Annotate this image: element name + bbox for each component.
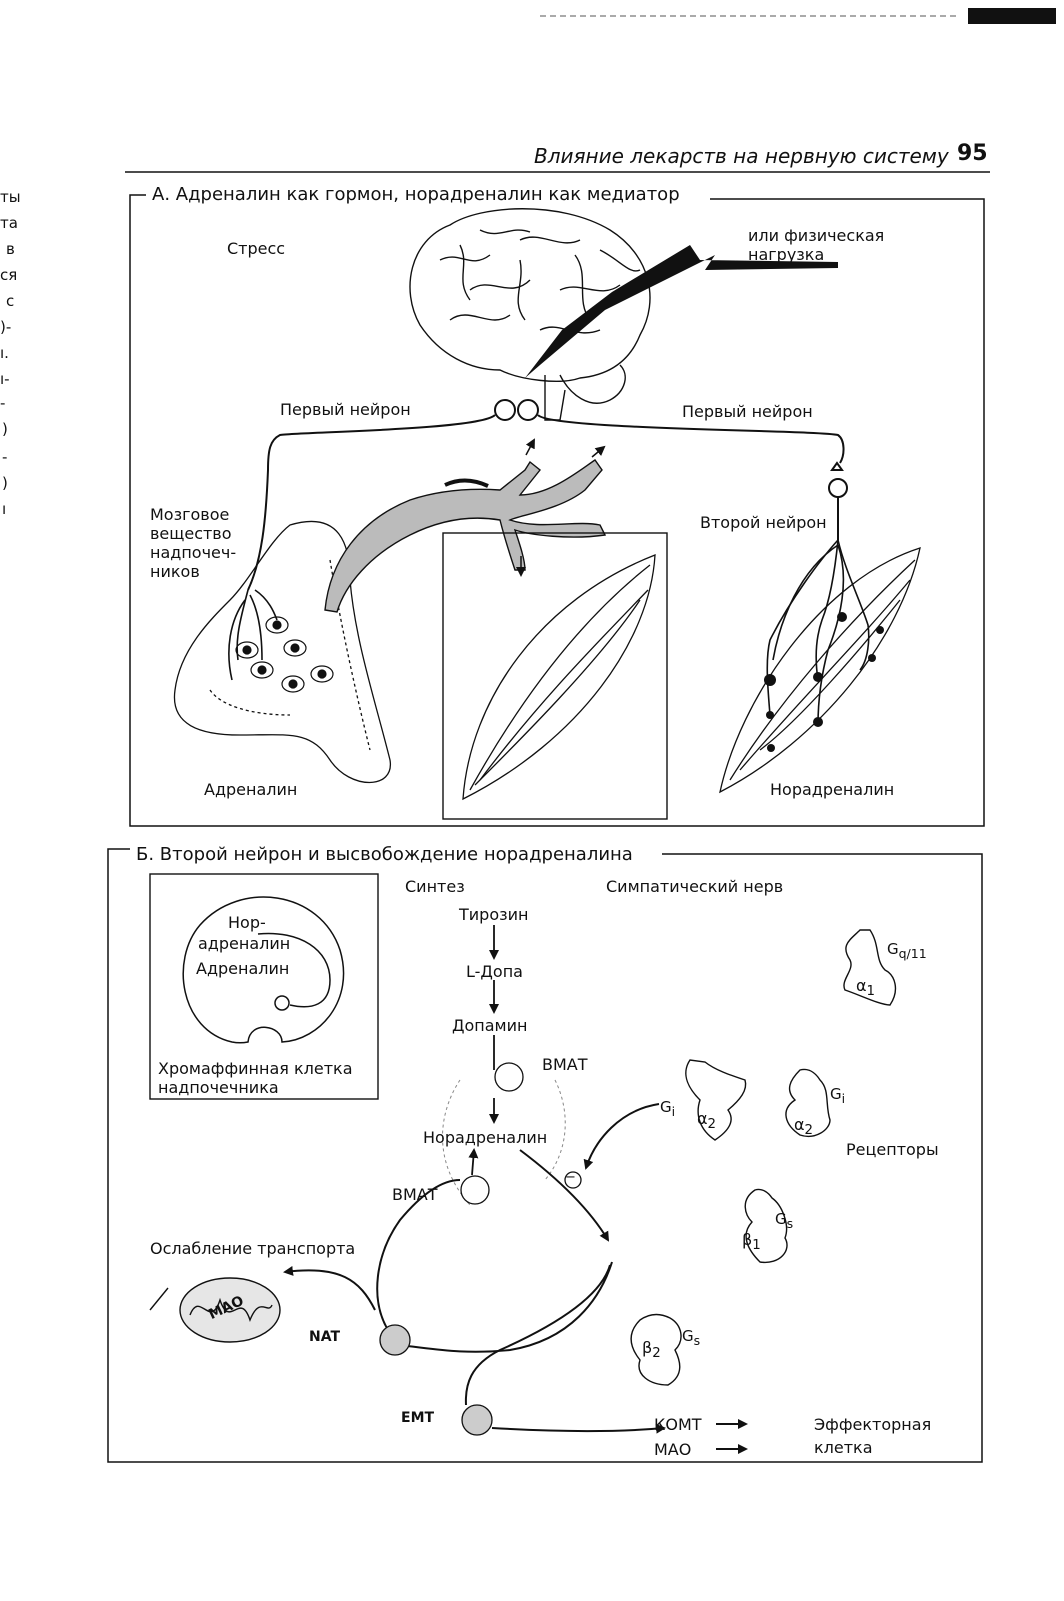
blood-vessel	[324, 459, 607, 613]
second-neuron-label: Второй нейрон	[700, 513, 827, 532]
middle-muscle	[462, 554, 656, 801]
first-neuron-lines	[247, 399, 848, 591]
beta1-receptor	[744, 1188, 788, 1264]
margin-text-11: )	[2, 474, 8, 492]
margin-text-8: -	[0, 394, 6, 412]
gs2-label: Gs	[682, 1327, 701, 1348]
first-neuron-left-label: Первый нейрон	[280, 400, 411, 419]
running-title: Влияние лекарств на нервную систему	[534, 144, 949, 168]
gi1-label: Gi	[660, 1098, 676, 1119]
varicosity-outline	[442, 1079, 566, 1206]
effector-cell-label-1: Эффекторная	[814, 1415, 932, 1434]
vmat-bottom-label: ВМАТ	[392, 1185, 438, 1204]
effector-cell-label-2: клетка	[814, 1438, 873, 1457]
receptors-label: Рецепторы	[846, 1140, 939, 1159]
ldopa-label: L-Допа	[466, 962, 523, 981]
comt-label: КОМТ	[654, 1415, 702, 1434]
scan-top-edge	[540, 8, 1056, 24]
beta1-label: β1	[742, 1230, 761, 1254]
nat-label: NAT	[309, 1329, 341, 1345]
margin-text-5: )-	[0, 318, 12, 336]
transport-weakening-label: Ослабление транспорта	[150, 1239, 356, 1258]
dopamine-label: Допамин	[452, 1016, 528, 1035]
margin-text-10: -	[2, 448, 8, 466]
margin-text-6: ı.	[0, 344, 9, 362]
right-muscle	[719, 547, 921, 794]
sympathetic-nerve-label: Симпатический нерв	[606, 877, 784, 896]
synthesis-label: Синтез	[405, 877, 465, 896]
exercise-label: или физическая нагрузка	[748, 226, 885, 264]
chromaffin-cells	[235, 616, 334, 693]
sympathetic-terminals	[766, 539, 870, 726]
margin-text-7: ı-	[0, 370, 10, 388]
inset-caption-1: Хромаффинная клетка	[158, 1059, 353, 1078]
adrenal-nerve-branches	[228, 589, 278, 681]
stress-label: Стресс	[227, 239, 286, 258]
vessel-arrows	[516, 438, 606, 577]
brain-illustration	[409, 208, 651, 421]
adrenal-medulla-label: Мозговое вещество надпочеч-ников	[150, 505, 237, 581]
adrenal-gland	[173, 520, 391, 783]
varicosities	[764, 612, 884, 752]
panel-a-title: А. Адреналин как гормон, норадреналин ка…	[146, 184, 686, 205]
vmat-top-label: ВМАТ	[542, 1055, 588, 1074]
alpha1-receptor	[843, 929, 897, 1006]
gi2-label: Gi	[830, 1085, 846, 1106]
inhibit-circle	[564, 1171, 582, 1189]
vmat-bottom-vesicle	[460, 1175, 490, 1205]
panel-b-frame	[107, 848, 983, 1463]
inset-noradrenaline-1: Нор-	[228, 913, 266, 932]
release-arrows	[283, 1103, 748, 1454]
transporters	[379, 1324, 493, 1436]
tyrosine-label: Тирозин	[459, 905, 529, 924]
alpha2-receptor-2	[785, 1068, 831, 1137]
inset-cell	[182, 896, 345, 1044]
muscle-box	[442, 532, 668, 820]
alpha1-label: α1	[856, 976, 876, 1000]
panel-b-title: Б. Второй нейрон и высвобождение норадре…	[130, 844, 639, 865]
margin-text-3: ся	[0, 266, 18, 284]
mao-label: МАО	[654, 1440, 692, 1459]
emt-label: EMT	[401, 1410, 435, 1426]
margin-text-1: та	[0, 214, 18, 232]
panel-a-frame	[129, 194, 985, 827]
margin-text-12: ı	[2, 500, 7, 518]
lightning-arrow	[525, 245, 838, 378]
page-number: 95	[957, 141, 988, 166]
noradrenaline-label: Норадреналин	[770, 780, 895, 799]
margin-text-4: с	[6, 292, 15, 310]
vmat-top-vesicle	[494, 1062, 524, 1092]
inhibit-sign: −	[565, 1170, 576, 1185]
alpha2b-label: α2	[794, 1115, 814, 1139]
alpha2a-label: α2	[697, 1109, 717, 1133]
gs1-label: Gs	[775, 1210, 794, 1231]
adrenaline-label: Адреналин	[204, 780, 298, 799]
margin-text-0: ты	[0, 188, 21, 206]
mitochondrion	[149, 1277, 281, 1343]
beta2-label: β2	[642, 1338, 661, 1362]
margin-text-9: )	[2, 420, 8, 438]
inset-noradrenaline-2: адреналин	[198, 934, 291, 953]
margin-text-2: в	[6, 240, 15, 258]
gq-label: Gq/11	[887, 940, 927, 961]
inset-box	[149, 873, 379, 1100]
receptor-shapes	[630, 929, 897, 1386]
inset-adrenaline: Адреналин	[196, 959, 290, 978]
first-neuron-right-label: Первый нейрон	[682, 402, 813, 421]
noradrenaline-b-label: Норадреналин	[423, 1128, 548, 1147]
alpha2-receptor-1	[685, 1059, 747, 1141]
inset-caption-2: надпочечника	[158, 1078, 279, 1097]
beta2-receptor	[630, 1313, 682, 1386]
